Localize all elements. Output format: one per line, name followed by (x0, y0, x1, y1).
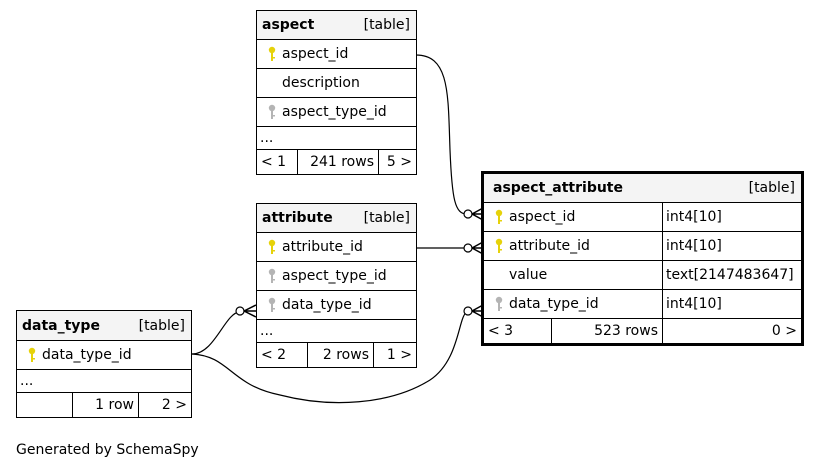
generated-by-label: Generated by SchemaSpy (16, 442, 199, 458)
column-name: data_type_id (42, 347, 132, 363)
column-row: attribute_id (257, 233, 416, 262)
column-name: attribute_id (282, 239, 363, 255)
parents-count (17, 393, 72, 417)
column-name: aspect_id (282, 46, 349, 62)
table-header: aspect_attribute [table] (484, 174, 801, 203)
table-kind: [table] (138, 317, 185, 334)
primary-key-icon (262, 239, 282, 255)
column-row: aspect_id int4[10] (484, 203, 801, 232)
table-name: aspect (262, 17, 315, 33)
edge-data-type-to-aspect-attribute (191, 311, 468, 404)
column-row: aspect_type_id (257, 262, 416, 291)
column-row: value text[2147483647] (484, 261, 801, 290)
column-name: description (282, 75, 360, 91)
column-row: data_type_id (17, 341, 191, 370)
column-name: value (509, 267, 548, 283)
primary-key-icon (489, 238, 509, 254)
table-kind: [table] (363, 210, 410, 226)
column-row: data_type_id int4[10] (484, 290, 801, 319)
column-type: int4[10] (662, 232, 801, 260)
table-kind: [table] (363, 17, 410, 33)
table-header: data_type [table] (17, 311, 191, 341)
edge-aspect-to-aspect-attribute (415, 54, 468, 215)
children-count: 2 > (138, 393, 191, 417)
table-name: data_type (22, 317, 100, 334)
column-row: attribute_id int4[10] (484, 232, 801, 261)
more-columns-ellipsis: ... (17, 370, 191, 393)
primary-key-icon (22, 347, 42, 363)
column-type: int4[10] (662, 290, 801, 318)
children-count: 1 > (373, 343, 416, 367)
row-count: 1 row (72, 393, 138, 417)
table-footer: < 1 241 rows 5 > (257, 150, 416, 174)
column-type: int4[10] (662, 203, 801, 231)
table-attribute[interactable]: attribute [table] attribute_id aspect_ty… (256, 203, 417, 368)
column-name: data_type_id (282, 297, 372, 313)
edge-data-type-to-attribute (191, 311, 241, 355)
parents-count: < 3 (488, 323, 514, 339)
column-row: description (257, 69, 416, 98)
row-count: 241 rows (297, 150, 378, 174)
table-aspect[interactable]: aspect [table] aspect_id description asp… (256, 10, 417, 175)
more-columns-ellipsis: ... (257, 127, 416, 150)
parents-count: < 1 (261, 154, 287, 170)
column-name: aspect_id (509, 209, 576, 225)
column-name: attribute_id (509, 238, 590, 254)
column-type: text[2147483647] (662, 261, 801, 289)
row-count: 2 rows (307, 343, 373, 367)
column-name: data_type_id (509, 296, 599, 312)
table-data-type[interactable]: data_type [table] data_type_id ... 1 row… (16, 310, 192, 418)
foreign-key-icon (489, 296, 509, 312)
children-count: 0 > (662, 319, 801, 343)
column-row: aspect_id (257, 40, 416, 69)
column-name: aspect_type_id (282, 268, 387, 284)
table-footer: < 2 2 rows 1 > (257, 343, 416, 367)
table-name: attribute (262, 210, 333, 226)
foreign-key-icon (262, 297, 282, 313)
foreign-key-icon (262, 104, 282, 120)
table-footer: 1 row 2 > (17, 393, 191, 417)
foreign-key-icon (262, 268, 282, 284)
column-row: data_type_id (257, 291, 416, 320)
column-name: aspect_type_id (282, 104, 387, 120)
more-columns-ellipsis: ... (257, 320, 416, 343)
primary-key-icon (262, 46, 282, 62)
parents-count: < 2 (261, 347, 287, 363)
table-footer: < 3 523 rows 0 > (484, 319, 801, 343)
column-row: aspect_type_id (257, 98, 416, 127)
primary-key-icon (489, 209, 509, 225)
table-name: aspect_attribute (493, 180, 623, 196)
table-header: aspect [table] (257, 11, 416, 40)
row-count: 523 rows (551, 319, 662, 343)
children-count: 5 > (378, 150, 416, 174)
table-header: attribute [table] (257, 204, 416, 233)
table-kind: [table] (748, 180, 795, 196)
table-aspect-attribute[interactable]: aspect_attribute [table] aspect_id int4[… (481, 171, 804, 346)
